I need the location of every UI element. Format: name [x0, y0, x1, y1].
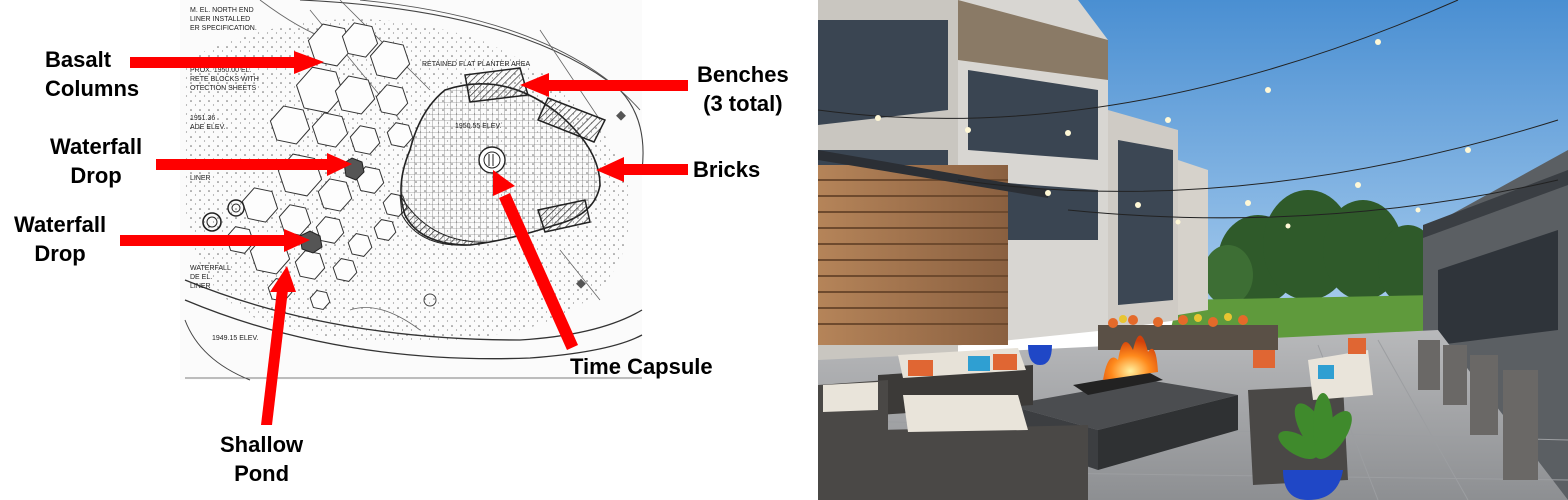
label-benches: Benches (3 total) — [697, 60, 789, 118]
basalt-column-hexagons — [225, 22, 414, 311]
waterfall-drop-2-hex — [299, 230, 323, 254]
label-time-capsule: Time Capsule — [570, 352, 713, 381]
label-time-capsule-text: Time Capsule — [570, 354, 713, 379]
note-north-end: M. EL. NORTH END — [190, 7, 254, 14]
note-grade-elev: ADE ELEV. — [190, 124, 226, 131]
note-liner-installed: LINER INSTALLED — [190, 16, 250, 23]
basalt-hexagon — [309, 289, 331, 311]
basalt-hexagon — [294, 250, 326, 280]
site-plan-drawing: M. EL. NORTH END LINER INSTALLED ER SPEC… — [120, 0, 688, 425]
basalt-hexagon — [269, 105, 311, 145]
note-specification: ER SPECIFICATION. — [190, 25, 257, 32]
note-waterfall: WATERFALL — [190, 265, 231, 272]
basalt-hexagon — [369, 40, 411, 80]
potted-plant — [1278, 393, 1352, 500]
arrow-time-capsule — [493, 170, 578, 350]
basalt-hexagon — [347, 233, 373, 257]
basalt-hexagon — [317, 178, 353, 212]
basalt-hexagon — [278, 204, 312, 236]
label-waterfall-drop-1: Waterfall Drop — [50, 132, 142, 190]
basalt-hexagon — [241, 187, 279, 223]
label-waterfall-drop-1-line-2: Drop — [70, 163, 122, 188]
callout-arrows — [120, 51, 688, 425]
lounge-chair-front — [818, 380, 1088, 500]
bench-pad-1 — [464, 67, 529, 103]
label-waterfall-drop-2-line-2: Drop — [34, 241, 86, 266]
bench-pad-2 — [536, 97, 607, 143]
basalt-hexagon — [311, 112, 349, 148]
note-plaza-elev: 1950.55 ELEV. — [455, 123, 502, 130]
arrow-bricks — [596, 157, 688, 182]
string-lights — [818, 0, 1559, 219]
basalt-hexagon — [295, 66, 345, 114]
basalt-hexagon — [349, 125, 381, 155]
basalt-hexagon — [332, 258, 358, 282]
label-waterfall-drop-2: Waterfall Drop — [14, 210, 106, 268]
note-liner-1: LINER — [190, 175, 211, 182]
note-elev-1949: 1949.15 ELEV. — [212, 335, 259, 342]
time-capsule-marker — [478, 146, 506, 174]
label-shallow-pond: Shallow Pond — [220, 430, 303, 488]
label-waterfall-drop-2-line-1: Waterfall — [14, 212, 107, 237]
basalt-hexagon — [307, 23, 353, 67]
label-basalt-columns-line-1: Basalt — [45, 47, 112, 72]
label-basalt-columns: Basalt Columns — [45, 45, 139, 103]
courtyard-rendering — [818, 0, 1568, 500]
bench-pad-3 — [537, 199, 591, 233]
label-shallow-pond-line-1: Shallow — [220, 432, 304, 457]
basalt-hexagon — [315, 216, 345, 244]
arrow-waterfall-drop-2 — [120, 229, 310, 252]
note-protection-sheets: OTECTION SHEETS — [190, 85, 256, 92]
note-approx-elev: PROX. 1950.00 EL. — [190, 67, 252, 74]
apartment-building-left — [818, 0, 1208, 360]
note-planter-area: RETAINED FLAT PLANTER AREA — [422, 61, 530, 68]
label-bricks: Bricks — [693, 155, 760, 184]
note-de-el: DE EL. — [190, 274, 212, 281]
fire-flames — [1103, 335, 1158, 380]
basalt-hexagon — [373, 219, 397, 241]
lounge-sofa — [878, 348, 1033, 415]
arrow-shallow-pond — [261, 266, 296, 425]
arrow-basalt-columns — [130, 51, 324, 74]
arrow-benches — [520, 73, 688, 97]
label-benches-line-2: (3 total) — [703, 91, 783, 116]
label-waterfall-drop-1-line-1: Waterfall — [50, 134, 143, 159]
label-shallow-pond-line-2: Pond — [234, 461, 290, 486]
arrow-waterfall-drop-1 — [156, 153, 352, 176]
dining-chairs — [1418, 340, 1538, 480]
blue-planter-small — [1028, 345, 1052, 365]
basalt-hexagon — [334, 75, 376, 115]
label-benches-line-1: Benches — [697, 62, 789, 87]
basalt-hexagon — [386, 122, 414, 148]
basalt-hexagon — [341, 22, 379, 58]
note-liner-2: LINER — [190, 283, 211, 290]
label-basalt-columns-line-2: Columns — [45, 76, 140, 101]
label-bricks-text: Bricks — [693, 157, 761, 182]
note-concrete-blocks: RETE BLOCKS WITH — [190, 76, 259, 83]
note-elev-1951: 1951.36 — [190, 115, 215, 122]
basalt-hexagon — [375, 84, 409, 116]
